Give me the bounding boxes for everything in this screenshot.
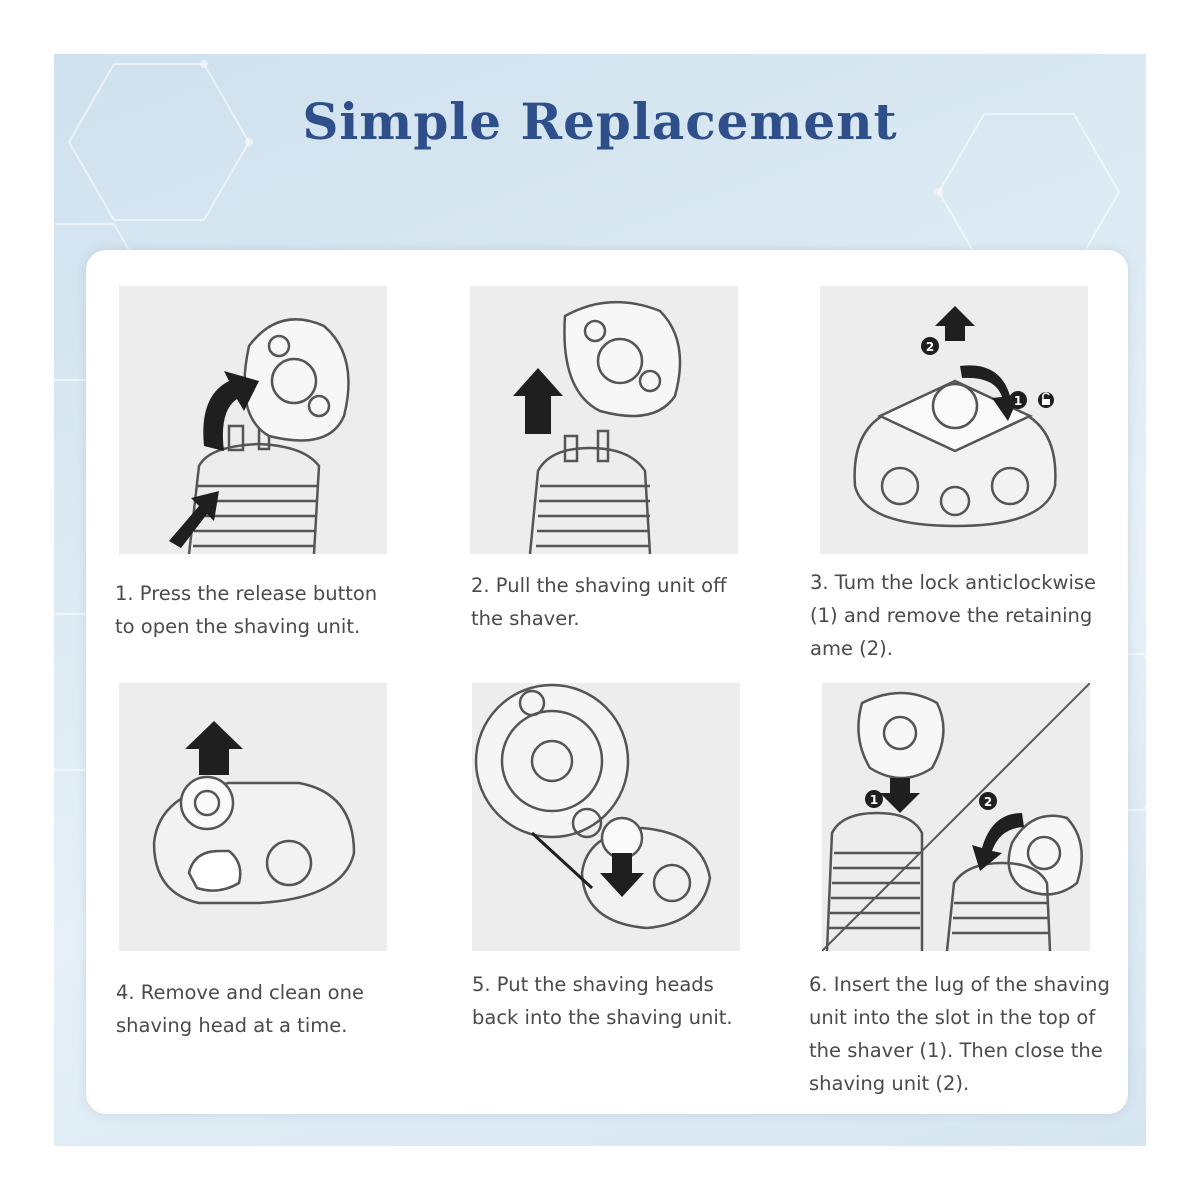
step-5-caption: 5. Put the shaving heads back into the s… [472, 973, 733, 1029]
close-shaving-unit-illustration: 1 2 [822, 683, 1090, 951]
step-3-caption: 3. Tum the lock anticlockwise (1) and re… [810, 571, 1097, 660]
insert-shaving-heads-illustration [472, 683, 740, 951]
turn-lock-illustration: 2 1 [820, 286, 1088, 554]
remove-shaving-head-illustration [119, 683, 387, 951]
marker-1-label: 1 [870, 793, 878, 807]
open-shaving-unit-illustration [119, 286, 387, 554]
step-1-caption: 1. Press the release button to open the … [115, 582, 378, 638]
step-6-caption: 6. Insert the lug of the shaving unit in… [809, 973, 1110, 1095]
unlock-icon [1038, 392, 1054, 408]
step-4-caption: 4. Remove and clean one shaving head at … [116, 981, 364, 1037]
marker-2-label: 2 [984, 795, 992, 809]
marker-2-label: 2 [926, 340, 934, 354]
page-title: Simple Replacement [302, 92, 898, 151]
pull-shaving-unit-illustration [470, 286, 738, 554]
step-2-caption: 2. Pull the shaving unit off the shaver. [471, 574, 727, 630]
marker-1-label: 1 [1014, 394, 1022, 408]
